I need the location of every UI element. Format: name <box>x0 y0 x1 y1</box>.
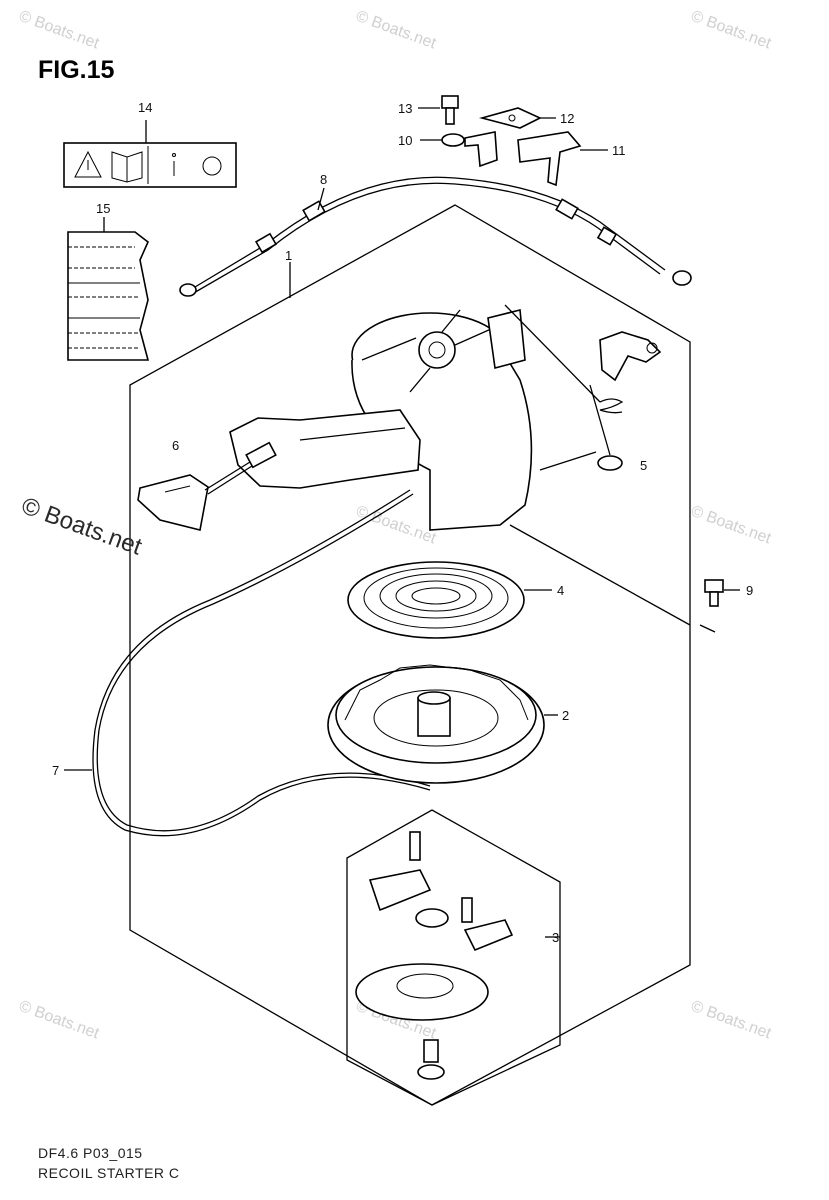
callout-5: 5 <box>640 458 647 473</box>
watermark: © Boats.net <box>689 8 774 53</box>
figure-caption: RECOIL STARTER C <box>38 1165 180 1181</box>
callout-14: 14 <box>138 100 152 115</box>
callout-3: 3 <box>552 930 559 945</box>
kit-outline <box>346 809 561 1106</box>
part-12-clip <box>478 107 556 129</box>
part-15-label-sticker <box>67 217 150 361</box>
part-2-reel <box>327 664 558 784</box>
part-11-bracket <box>517 131 608 187</box>
part-1-starter-housing <box>229 262 533 531</box>
part-4-spring <box>347 561 552 639</box>
callout-9: 9 <box>746 583 753 598</box>
leader-line <box>699 624 716 633</box>
callout-6: 6 <box>172 438 179 453</box>
callout-12: 12 <box>560 111 574 126</box>
part-14-label-sticker <box>63 120 237 188</box>
watermark: © Boats.net <box>689 503 774 548</box>
part-13-bolt <box>418 95 459 125</box>
figure-code: DF4.6 P03_015 <box>38 1145 143 1161</box>
part-7-rope <box>64 489 431 837</box>
callout-10: 10 <box>398 133 412 148</box>
watermark: © Boats.net <box>354 503 439 548</box>
callout-8: 8 <box>320 172 327 187</box>
part-pawl-arm <box>599 331 662 382</box>
callout-4: 4 <box>557 583 564 598</box>
callout-13: 13 <box>398 101 412 116</box>
part-5-ring <box>539 451 623 471</box>
leader-line <box>509 524 691 626</box>
part-8-cable <box>179 176 692 297</box>
figure-title: FIG.15 <box>38 56 115 84</box>
callout-1: 1 <box>285 248 292 263</box>
watermark: © Boats.net <box>354 8 439 53</box>
watermark: © Boats.net <box>17 8 102 53</box>
part-spring-small <box>504 304 624 456</box>
part-6-handle <box>137 441 277 531</box>
watermark: © Boats.net <box>17 998 102 1043</box>
part-9-bolt <box>704 579 740 607</box>
watermark-large: © Boats.net <box>18 492 146 560</box>
part-10-washer <box>420 131 498 168</box>
assembly-outline <box>129 204 691 1106</box>
watermark: © Boats.net <box>689 998 774 1043</box>
callout-11: 11 <box>612 143 626 158</box>
callout-15: 15 <box>96 201 110 216</box>
part-3-ratchet-kit <box>355 831 560 1080</box>
callout-2: 2 <box>562 708 569 723</box>
callout-7: 7 <box>52 763 59 778</box>
